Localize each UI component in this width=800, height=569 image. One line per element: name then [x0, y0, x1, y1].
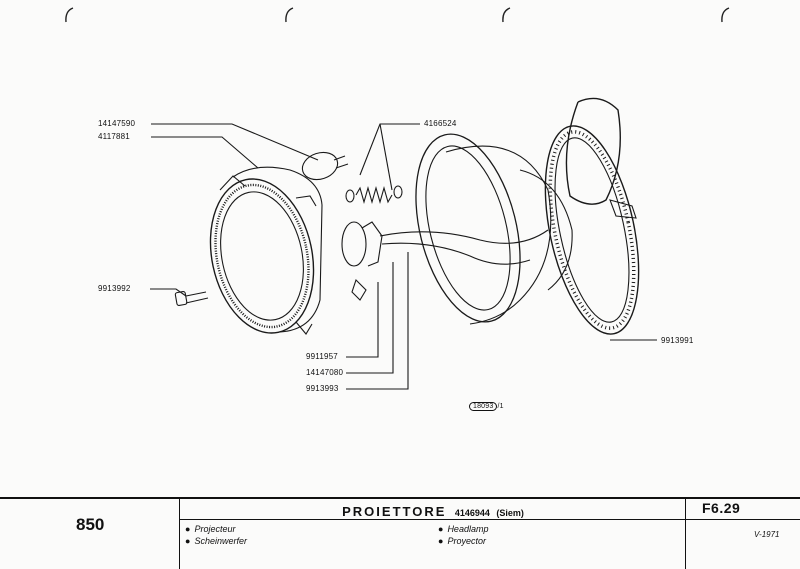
model-number: 850: [76, 515, 105, 534]
part-number-label: 9913992: [98, 284, 131, 293]
figure-number: 18093: [469, 402, 498, 411]
part-number-label: 9913993: [306, 384, 339, 393]
part-number-label: 9911957: [306, 352, 338, 361]
part-title: PROIETTORE: [342, 504, 447, 519]
headlamp-exploded-drawing: [150, 97, 657, 390]
translation-de: ●Scheinwerfer: [185, 536, 247, 546]
title-block: 850 PROIETTORE 4146944 (Siem) ●Projecteu…: [0, 497, 800, 569]
model-cell: 850: [0, 499, 180, 569]
translation-fr-text: Projecteur: [194, 524, 236, 534]
bullet-icon: ●: [185, 536, 191, 546]
translation-en: ●Headlamp: [438, 524, 488, 534]
binder-hole-icon: [502, 7, 511, 23]
description-cell: PROIETTORE 4146944 (Siem) ●Projecteur ●S…: [180, 499, 686, 569]
translation-fr: ●Projecteur: [185, 524, 235, 534]
bullet-icon: ●: [438, 524, 444, 534]
title-row: PROIETTORE 4146944 (Siem): [180, 503, 686, 521]
part-number-label: 14147590: [98, 119, 136, 128]
supplier: (Siem): [496, 508, 524, 518]
sheet-number: F6.29: [702, 500, 741, 516]
translation-es: ●Proyector: [438, 536, 486, 546]
revision-date: V-1971: [754, 530, 780, 539]
binder-hole-icon: [285, 7, 294, 23]
translation-es-text: Proyector: [447, 536, 486, 546]
translation-de-text: Scheinwerfer: [194, 536, 247, 546]
bullet-icon: ●: [185, 524, 191, 534]
figure-reference: 18093/1: [469, 402, 504, 411]
bullet-icon: ●: [438, 536, 444, 546]
sheet-cell: F6.29 V-1971: [686, 499, 800, 569]
divider: [180, 519, 686, 520]
part-number-label: 9913991: [661, 336, 694, 345]
binder-hole-icon: [721, 7, 730, 23]
figure-suffix: /1: [497, 403, 504, 410]
divider: [686, 519, 800, 520]
part-number-label: 4166524: [424, 119, 457, 128]
part-number-label: 4117881: [98, 132, 130, 141]
part-number-label: 14147080: [306, 368, 344, 377]
binder-hole-icon: [65, 7, 74, 23]
translation-en-text: Headlamp: [447, 524, 489, 534]
part-code: 4146944: [454, 508, 490, 518]
